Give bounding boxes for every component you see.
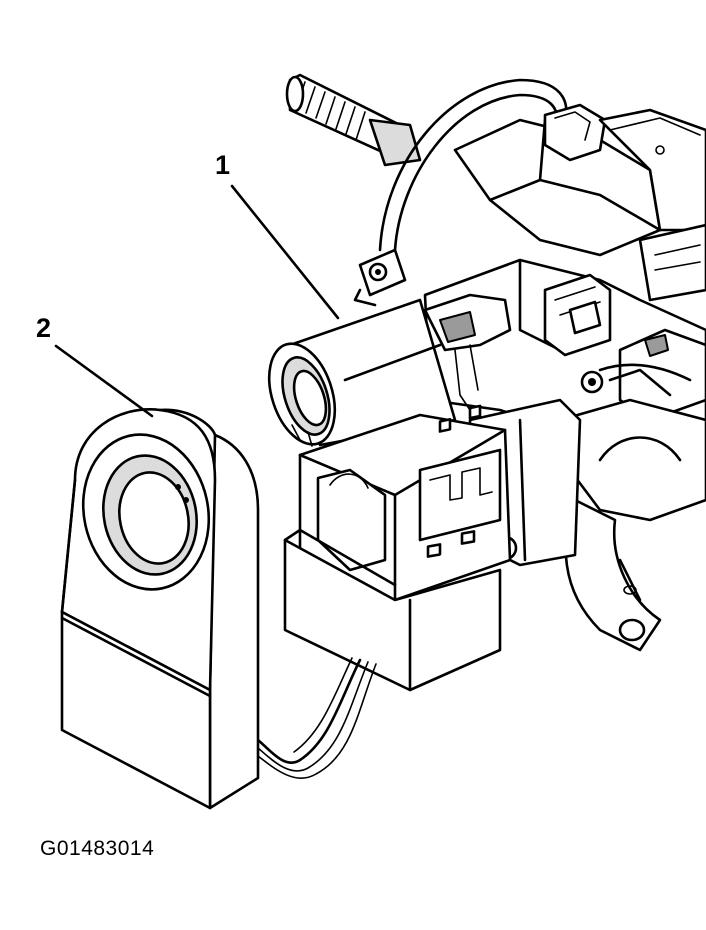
column-upper-housing [378,78,706,302]
mount-bracket [353,248,407,307]
ignition-lock-cylinder-housing [267,293,512,447]
ignition-switch-connector [283,528,502,692]
callout-number-2: 2 [36,313,52,343]
column-lower-bracket [558,368,706,652]
callout-number-1: 1 [215,150,231,180]
figure-id: G01483014 [40,837,155,860]
leader-line-2 [54,344,154,418]
leader-line-1 [230,184,340,320]
steering-shaft [285,73,422,167]
pass-key-module [60,408,260,810]
wire-harness [256,657,377,779]
